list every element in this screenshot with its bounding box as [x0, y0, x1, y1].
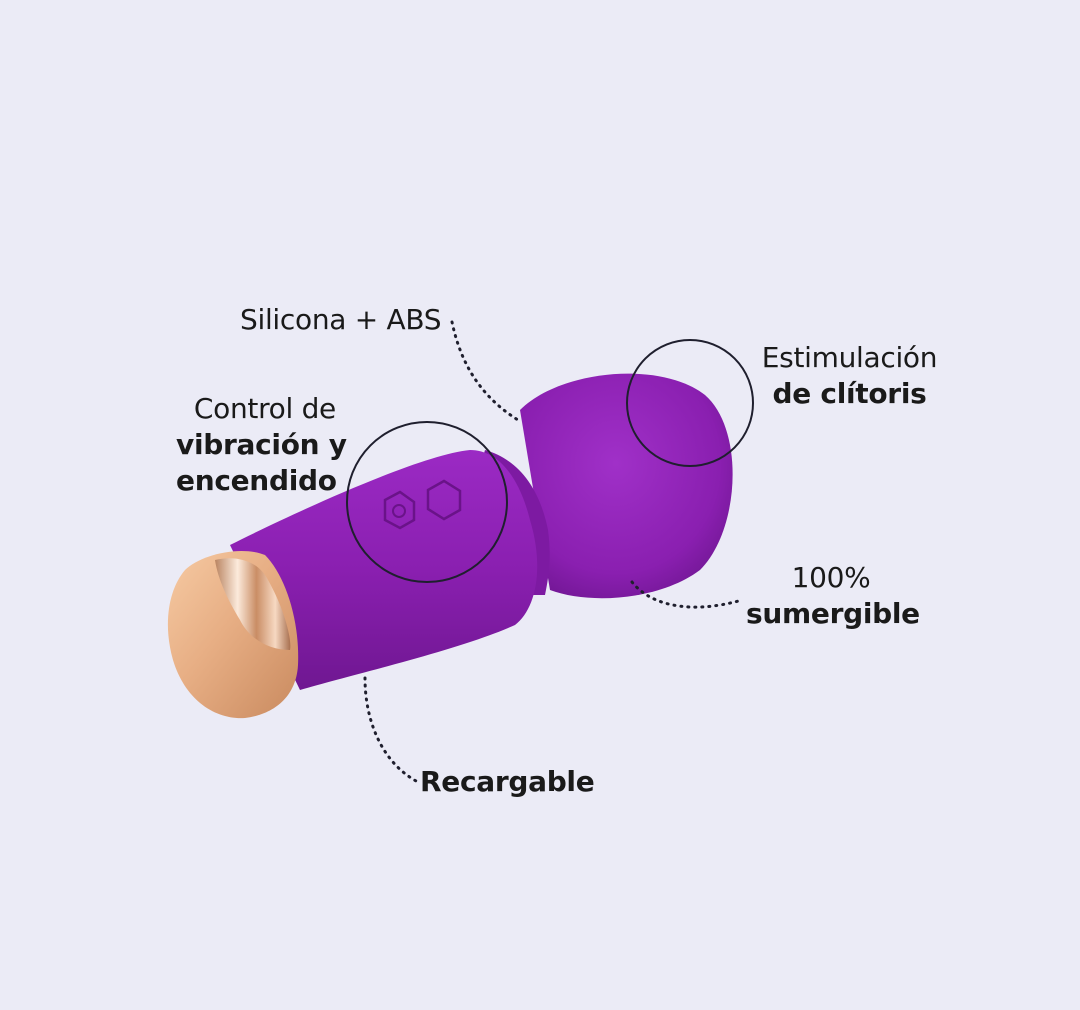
label-clitoris-line1: Estimulación: [761, 341, 938, 374]
mode-button-icon: [426, 479, 462, 521]
label-water-line1: 100%: [791, 561, 871, 594]
label-control: Control de vibración y encendido: [176, 391, 347, 499]
label-clitoris: Estimulación de clítoris: [757, 340, 942, 412]
label-material: Silicona + ABS: [240, 302, 442, 338]
massager-head: [520, 373, 733, 599]
label-clitoris-line2: de clítoris: [772, 377, 927, 410]
control-highlight-circle: [346, 421, 508, 583]
control-buttons: [383, 479, 462, 530]
power-button-icon: [383, 490, 416, 530]
charging-cap: [167, 550, 299, 719]
label-control-line2: vibración y: [176, 428, 347, 461]
label-material-text: Silicona + ABS: [240, 303, 442, 336]
leader-water: [630, 580, 744, 609]
label-water-line2: sumergible: [746, 597, 920, 630]
label-charge-text: Recargable: [420, 765, 595, 798]
label-charge: Recargable: [420, 764, 595, 800]
power-symbol-icon: [392, 504, 406, 518]
leader-material: [450, 320, 520, 422]
label-water: 100% sumergible: [746, 560, 920, 632]
head-highlight-circle: [626, 339, 754, 467]
label-control-line1: Control de: [193, 392, 336, 425]
label-control-line3: encendido: [176, 464, 337, 497]
leader-charge: [363, 676, 420, 784]
